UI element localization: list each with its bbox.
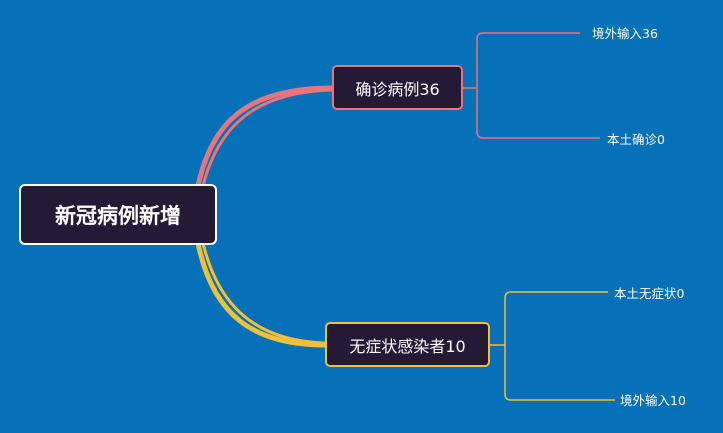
leaf-node-label: 本土无症状0 — [614, 286, 685, 301]
branch-1-bracket — [463, 32, 600, 139]
root-to-branch-2-connector — [195, 240, 328, 348]
branch-node-label: 确诊病例36 — [355, 79, 440, 99]
leaf-node-local-confirmed[interactable]: 本土确诊0 — [607, 129, 665, 148]
root-to-branch-1-connector — [195, 85, 335, 189]
leaf-node-imported-confirmed[interactable]: 境外输入36 — [592, 23, 658, 42]
branch-node-label: 无症状感染者10 — [349, 336, 466, 356]
root-node-label: 新冠病例新增 — [55, 203, 181, 228]
leaf-node-label: 境外输入10 — [620, 393, 686, 408]
leaf-node-local-asymptomatic[interactable]: 本土无症状0 — [614, 283, 684, 302]
leaf-node-imported-asymptomatic[interactable]: 境外输入10 — [620, 390, 686, 409]
root-node[interactable]: 新冠病例新增 — [19, 184, 217, 245]
leaf-node-label: 境外输入36 — [592, 26, 658, 41]
branch-node-confirmed-cases[interactable]: 确诊病例36 — [332, 65, 463, 110]
branch-node-asymptomatic-infections[interactable]: 无症状感染者10 — [325, 322, 490, 367]
branch-2-bracket — [490, 291, 615, 401]
leaf-node-label: 本土确诊0 — [607, 132, 665, 147]
